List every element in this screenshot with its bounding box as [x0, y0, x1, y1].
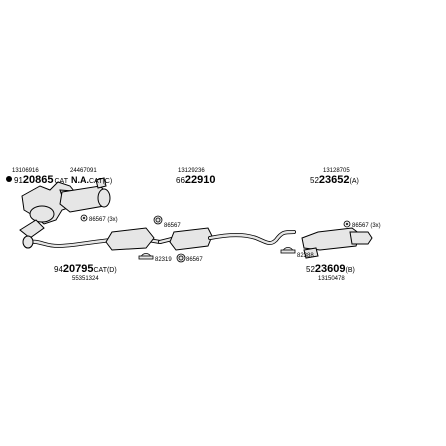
ref-13129236: 13129236 — [178, 168, 205, 174]
hw-label-86567-3x-a: 86567 (3x) — [89, 217, 118, 223]
front-downpipe-cat-d — [22, 227, 162, 251]
ref-cat-suffix: CAT(C) — [89, 178, 112, 185]
ref-rear-suffix: (A) — [350, 178, 359, 185]
ref-rb-prefix: 52 — [306, 265, 315, 274]
ref-mid-number: 22910 — [185, 174, 216, 186]
hw-label-86567-3x-b: 86567 (3x) — [352, 223, 381, 229]
ref-55351324: 55351324 — [72, 276, 99, 282]
hw-label-86567-b: 86567 — [186, 257, 203, 263]
ref-rb-number: 23609 — [315, 263, 346, 275]
ref-down-prefix: 94 — [54, 265, 63, 274]
rear-silencer — [301, 227, 373, 259]
ref-rb-suffix: (B) — [346, 267, 355, 274]
ref-rb-line: 5223609(B) — [306, 263, 355, 275]
ref-rear-line: 5223652(A) — [310, 174, 359, 186]
ref-13106916: 13106916 — [12, 168, 39, 174]
ref-cat-label: CAT — [55, 178, 69, 185]
hardware-86567-3x-icon-b — [343, 220, 351, 228]
ref-down-suffix: CAT(D) — [94, 267, 117, 274]
hardware-82388-icon — [280, 247, 296, 254]
hardware-82319-icon — [138, 253, 154, 260]
ref-cat-prefix: 91 — [14, 176, 23, 185]
ref-bullet-icon — [6, 176, 12, 182]
hardware-86567-icon-b — [176, 253, 186, 263]
ref-rear-prefix: 52 — [310, 176, 319, 185]
ref-cat-number: 20865 — [23, 174, 54, 186]
hw-label-86567: 86567 — [164, 223, 181, 229]
catalytic-converter-c — [59, 177, 111, 213]
ref-cat-na: N.A. — [71, 175, 89, 185]
ref-down-number: 20795 — [63, 263, 94, 275]
hw-label-82388: 82388 — [297, 253, 314, 259]
ref-down-line: 9420795CAT(D) — [54, 263, 117, 275]
hw-label-82319: 82319 — [155, 257, 172, 263]
ref-rear-number: 23652 — [319, 174, 350, 186]
hardware-86567-3x-icon-a — [80, 214, 88, 222]
middle-silencer — [158, 227, 296, 251]
ref-13128705: 13128705 — [323, 168, 350, 174]
ref-mid-line: 6622910 — [176, 174, 216, 186]
hardware-86567-icon — [153, 215, 163, 225]
ref-13150478: 13150478 — [318, 276, 345, 282]
ref-24467091: 24467091 — [70, 168, 97, 174]
ref-mid-prefix: 66 — [176, 176, 185, 185]
